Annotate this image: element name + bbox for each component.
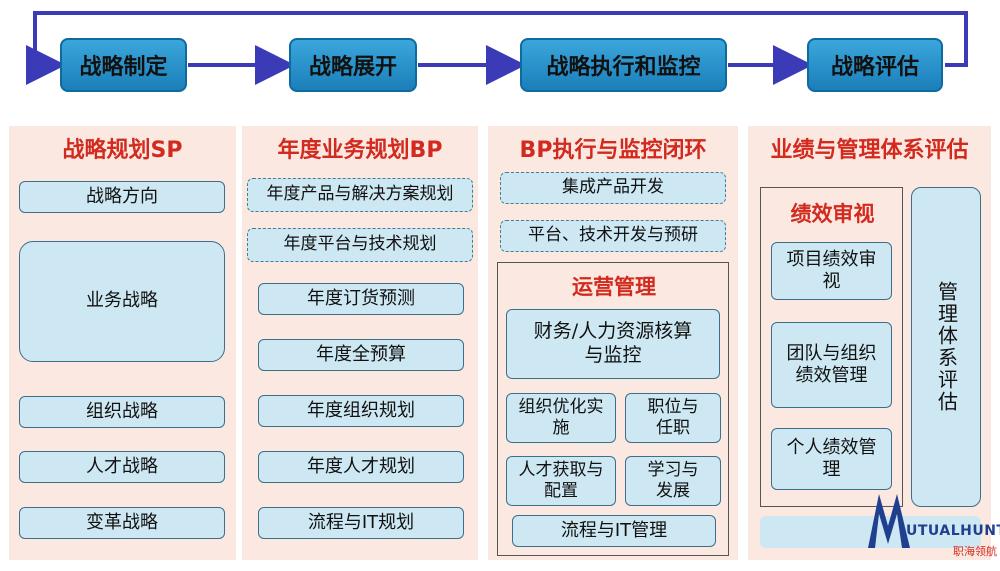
box-talent-plan: 年度人才规划 [258,451,464,483]
box-org-plan: 年度组织规划 [258,395,464,427]
box-order-forecast: 年度订货预测 [258,283,464,315]
operations-title: 运营管理 [572,275,656,299]
logo-subtitle: 职海领航 [953,545,997,558]
stage-strategy-formulation: 战略制定 [60,38,187,92]
logo-text: UTUALHUNTER [906,523,1000,539]
column-bp: 年度业务规划BP 年度产品与解决方案规划 年度平台与技术规划 年度订货预测 年度… [242,126,478,560]
box-talent-acquisition: 人才获取与配置 [506,456,616,506]
box-product-solution-plan: 年度产品与解决方案规划 [247,178,473,212]
box-finance-hr-monitor: 财务/人力资源核算与监控 [506,309,720,379]
box-talent-strategy: 人才战略 [19,451,225,483]
box-strategy-direction: 战略方向 [19,181,225,213]
stage-strategy-deployment: 战略展开 [289,38,417,92]
box-process-it-mgmt: 流程与IT管理 [512,515,716,547]
box-process-it-plan: 流程与IT规划 [258,507,464,539]
column-execution: BP执行与监控闭环 集成产品开发 平台、技术开发与预研 运营管理 财务/人力资源… [488,126,738,560]
box-position: 职位与任职 [625,393,721,443]
perf-review-title: 绩效审视 [790,202,875,226]
perf-review-panel: 绩效审视 项目绩效审视 团队与组织绩效管理 个人绩效管理 [760,187,903,507]
column-title: 业绩与管理体系评估 [770,138,969,163]
flow-arrows [26,11,968,85]
box-team-perf: 团队与组织绩效管理 [771,322,892,408]
column-sp: 战略规划SP 战略方向 业务战略 组织战略 人才战略 变革战略 [9,126,236,560]
box-learning: 学习与发展 [625,456,721,506]
logo-mark-icon [868,494,910,548]
box-platform-rd: 平台、技术开发与预研 [500,220,726,252]
column-title: BP执行与监控闭环 [519,138,707,163]
column-evaluation: 业绩与管理体系评估 绩效审视 项目绩效审视 团队与组织绩效管理 个人绩效管理 管… [748,126,991,560]
column-title: 年度业务规划BP [277,138,443,163]
box-platform-tech-plan: 年度平台与技术规划 [247,228,473,262]
operations-panel: 运营管理 财务/人力资源核算与监控 组织优化实施 职位与任职 人才获取与配置 学… [497,262,729,556]
box-mgmt-system-eval: 管理体系评估 [911,187,981,507]
box-ipd: 集成产品开发 [500,172,726,204]
stage-strategy-evaluation: 战略评估 [807,38,943,92]
box-change-strategy: 变革战略 [19,507,225,539]
box-business-strategy: 业务战略 [19,241,225,362]
stage-strategy-execution: 战略执行和监控 [520,38,727,92]
box-org-strategy: 组织战略 [19,396,225,428]
box-project-perf: 项目绩效审视 [771,242,892,300]
box-personal-perf: 个人绩效管理 [771,428,892,490]
box-full-budget: 年度全预算 [258,339,464,371]
column-title: 战略规划SP [62,138,183,163]
box-org-optimization: 组织优化实施 [506,393,616,443]
